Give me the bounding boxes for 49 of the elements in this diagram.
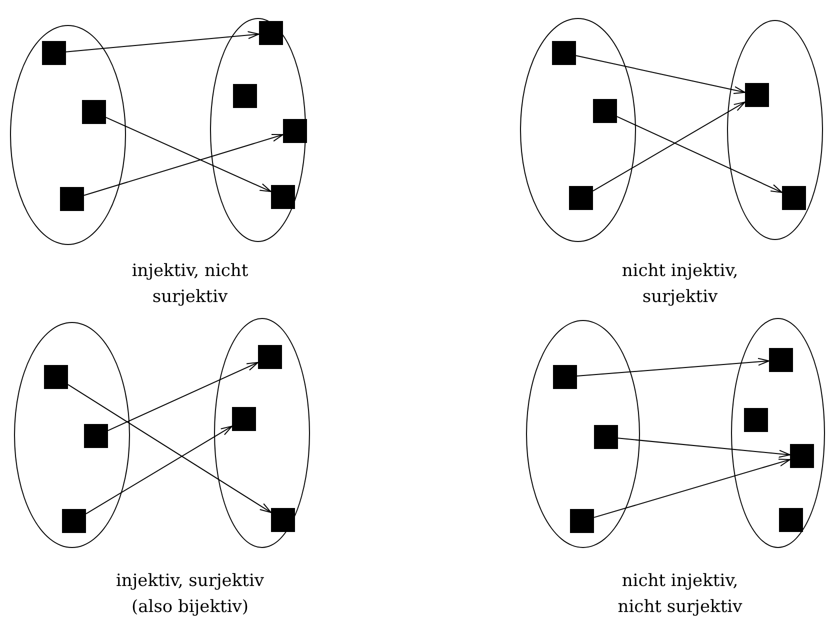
element-square <box>232 406 256 431</box>
set-ellipse <box>10 25 126 245</box>
set-ellipse <box>731 318 825 548</box>
element-square <box>42 40 66 65</box>
set-ellipse <box>520 18 636 242</box>
caption-text: nicht injektiv, nicht surjektiv <box>616 570 744 619</box>
element-square <box>270 508 295 532</box>
element-square <box>62 508 86 533</box>
element-square <box>568 186 593 210</box>
arrow <box>592 102 746 192</box>
element-square <box>782 186 806 210</box>
element-square <box>570 508 594 533</box>
set-ellipse <box>526 320 640 548</box>
element-square <box>790 444 814 468</box>
element-square <box>258 344 282 369</box>
element-square <box>744 82 769 107</box>
arrow <box>86 426 232 514</box>
set-ellipse <box>210 18 306 242</box>
element-square <box>778 508 803 532</box>
element-square <box>258 20 283 45</box>
arrow <box>576 55 746 94</box>
element-square <box>744 408 768 432</box>
arrow <box>576 358 770 377</box>
element-square <box>44 364 68 389</box>
arrow <box>594 458 790 518</box>
element-square <box>60 186 84 211</box>
element-square <box>594 424 618 449</box>
arrow <box>108 362 258 432</box>
arrow <box>66 31 260 52</box>
set-ellipse <box>727 20 823 240</box>
element-square <box>768 348 793 372</box>
arrow <box>84 134 284 196</box>
arrow <box>68 384 272 513</box>
caption-text: nicht injektiv, surjektiv <box>620 260 740 309</box>
set-ellipse <box>14 322 130 548</box>
set-ellipse <box>214 318 310 548</box>
element-square <box>270 184 295 209</box>
element-square <box>552 364 577 389</box>
element-square <box>82 100 106 124</box>
element-square <box>592 98 617 123</box>
caption-text: injektiv, nicht surjektiv <box>130 260 250 309</box>
caption-text: injektiv, surjektiv (also bijektiv) <box>115 570 265 619</box>
element-square <box>84 424 108 448</box>
element-square <box>232 84 257 108</box>
arrow <box>616 116 782 193</box>
element-square <box>552 40 576 65</box>
arrow <box>618 438 790 458</box>
arrow <box>106 116 272 192</box>
element-square <box>282 118 307 143</box>
